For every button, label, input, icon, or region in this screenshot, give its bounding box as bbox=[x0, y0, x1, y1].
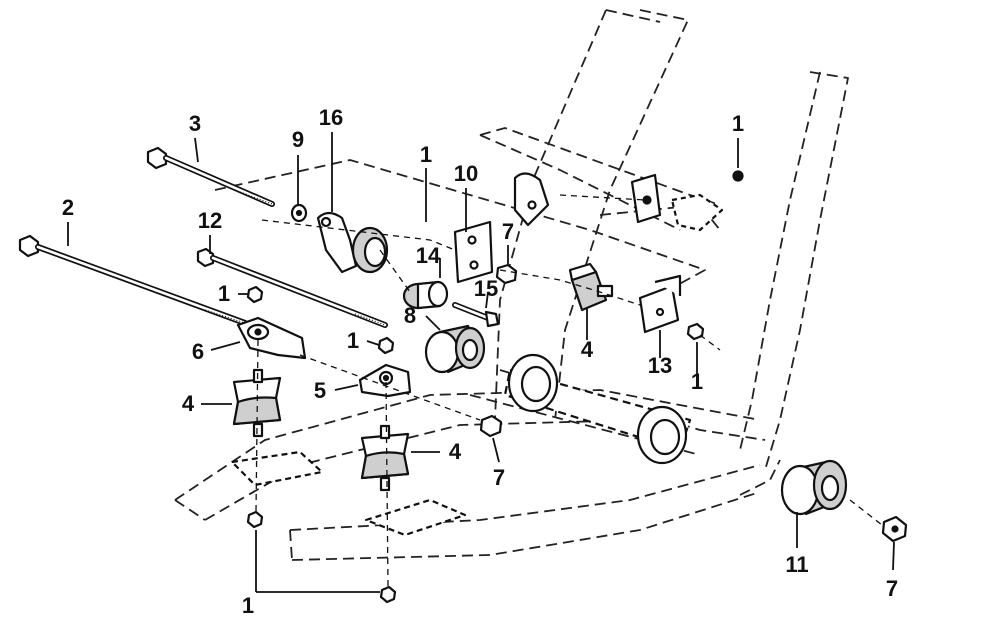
callout-16: 16 bbox=[318, 105, 344, 130]
callout-6: 6 bbox=[191, 339, 205, 364]
callout-1: 1 bbox=[241, 593, 255, 618]
frame-tab-left bbox=[230, 450, 324, 487]
washer-9 bbox=[290, 203, 308, 223]
bushing-11 bbox=[780, 459, 848, 516]
nut-7-upper bbox=[495, 263, 518, 285]
assembly-axes bbox=[255, 194, 883, 587]
bracket-6 bbox=[236, 316, 307, 360]
nut-7-middle bbox=[479, 414, 503, 438]
callout-1: 1 bbox=[217, 281, 231, 306]
tab-bracket-upper bbox=[513, 172, 724, 232]
callout-10: 10 bbox=[453, 161, 479, 186]
callout-7: 7 bbox=[501, 219, 515, 244]
callout-2: 2 bbox=[61, 195, 75, 220]
long-bolt-3 bbox=[146, 146, 275, 207]
callout-7: 7 bbox=[492, 465, 506, 490]
callout-4: 4 bbox=[181, 391, 195, 416]
cross-tube bbox=[503, 353, 692, 465]
mount-4-left bbox=[232, 368, 282, 438]
callout-4: 4 bbox=[580, 337, 594, 362]
bracket-5 bbox=[358, 363, 412, 398]
callout-12: 12 bbox=[197, 208, 223, 233]
mount-4-lower bbox=[360, 424, 410, 492]
bolt-15 bbox=[452, 302, 500, 328]
bushing-8 bbox=[424, 324, 486, 374]
nut-7-right bbox=[881, 515, 908, 543]
nut-1-right bbox=[686, 322, 705, 341]
callout-1: 1 bbox=[346, 328, 360, 353]
callout-7: 7 bbox=[885, 576, 899, 601]
spacer-14 bbox=[402, 280, 449, 310]
callout-15: 15 bbox=[473, 276, 499, 301]
callout-13: 13 bbox=[647, 353, 673, 378]
callout-5: 5 bbox=[313, 378, 327, 403]
callout-14: 14 bbox=[415, 243, 441, 268]
nuts-1-left bbox=[246, 285, 397, 604]
callout-9: 9 bbox=[291, 127, 305, 152]
mount-16 bbox=[316, 211, 389, 274]
callout-11: 11 bbox=[785, 552, 809, 577]
callout-1: 1 bbox=[731, 111, 745, 136]
long-bolt-12 bbox=[196, 247, 388, 328]
callout-4: 4 bbox=[448, 439, 462, 464]
callout-1: 1 bbox=[419, 142, 433, 167]
bracket-plate-10 bbox=[453, 220, 494, 284]
long-bolt-2 bbox=[18, 234, 248, 326]
leader-lines bbox=[67, 132, 895, 593]
bracket-13 bbox=[638, 274, 682, 334]
callout-8: 8 bbox=[403, 303, 417, 328]
nut-1-topright bbox=[732, 170, 744, 182]
callout-1: 1 bbox=[690, 369, 704, 394]
mount-4-right bbox=[568, 262, 614, 312]
callout-3: 3 bbox=[188, 111, 202, 136]
frame-tab-center bbox=[364, 498, 467, 537]
